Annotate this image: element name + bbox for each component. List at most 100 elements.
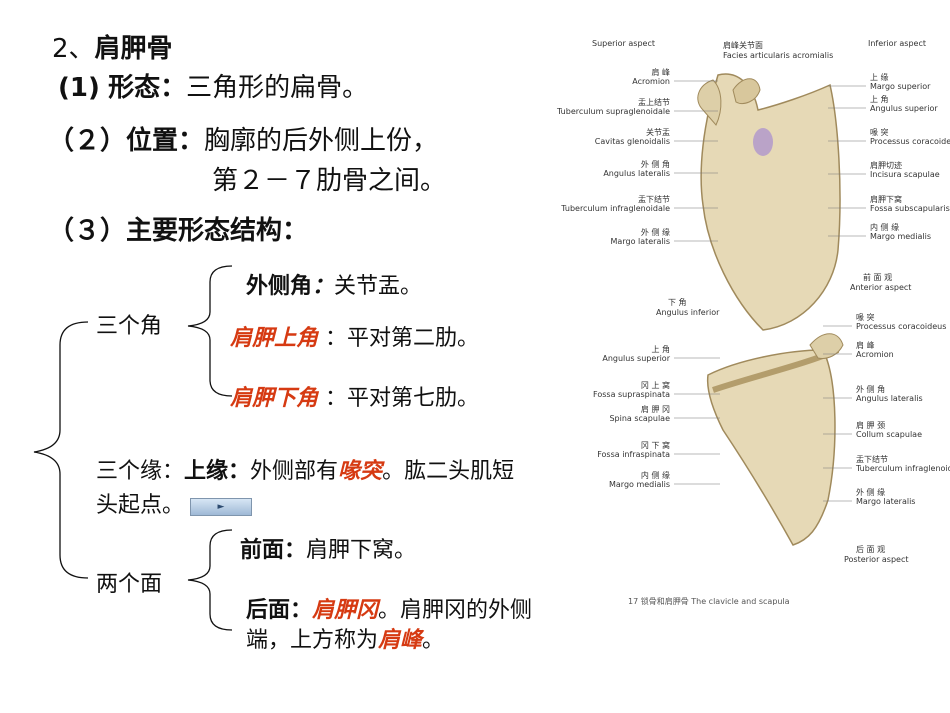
post-right-label-1-1: Acromion xyxy=(856,350,894,359)
coracoid-term: 喙突 xyxy=(338,459,383,484)
play-button[interactable]: ► xyxy=(190,498,252,516)
post-right-label-2-1: Angulus lateralis xyxy=(856,394,923,403)
post-left-label-3-1: Fossa infraspinata xyxy=(597,450,670,459)
back-surface-line: 后面：肩胛冈。肩胛冈的外侧 xyxy=(246,592,532,624)
post-right-label-4-1: Tuberculum infraglenoidale xyxy=(855,464,950,473)
fig-facies-en: Facies articularis acromialis xyxy=(723,51,833,60)
fig-inferior-angle-cn: 下 角 xyxy=(668,297,687,307)
position-label: 位置： xyxy=(126,126,205,156)
post-left-label-2-1: Spina scapulae xyxy=(609,414,670,423)
outline-braces xyxy=(33,265,233,631)
ant-right-label-5-0: 内 侧 缘 xyxy=(870,222,899,232)
superior-angle-label: 肩胛上角 xyxy=(230,326,319,351)
post-right-label-0-1: Processus coracoideus xyxy=(856,322,946,331)
inferior-angle-label: 肩胛下角 xyxy=(230,386,319,411)
ant-left-label-1-1: Tuberculum supraglenoidale xyxy=(556,107,670,116)
ant-left-label-2-0: 关节盂 xyxy=(646,127,670,137)
ant-right-label-4-1: Fossa subscapularis xyxy=(870,204,950,213)
ant-left-label-4-0: 盂下结节 xyxy=(638,194,670,204)
surfaces-group-label: 两个面 xyxy=(96,572,163,597)
ant-right-label-1-1: Angulus superior xyxy=(870,104,938,113)
ant-left-label-3-0: 外 侧 角 xyxy=(641,159,670,169)
ant-left-label-5-0: 外 侧 缘 xyxy=(641,227,670,237)
play-icon: ► xyxy=(217,502,225,512)
post-left-label-3-0: 冈 下 窝 xyxy=(641,440,670,450)
inferior-angle-text: ：平对第七肋。 xyxy=(325,386,480,411)
ant-right-label-1-0: 上 角 xyxy=(870,94,889,104)
lateral-angle-colon: ： xyxy=(312,274,335,299)
upper-border-label: 上缘： xyxy=(184,459,251,484)
section-title: 肩胛骨 xyxy=(94,34,173,64)
lateral-angle-line: 外侧角：关节盂。 xyxy=(246,268,422,300)
fig-posterior-caption-cn: 后 面 观 xyxy=(856,544,885,554)
fig-inferior-angle-en: Angulus inferior xyxy=(656,308,720,317)
structure-line: （３）主要形态结构： xyxy=(48,210,308,247)
superior-angle-line: 肩胛上角 ：平对第二肋。 xyxy=(230,320,479,352)
structure-label: 主要形态结构： xyxy=(126,216,309,246)
position-text1: 胸廓的后外侧上份， xyxy=(204,126,439,156)
scapula-illustration: Superior aspect 肩峰关节面 Facies articularis… xyxy=(538,30,950,605)
borders-text-a: 外侧部有 xyxy=(250,459,339,484)
section-number: 2、 xyxy=(52,34,95,64)
scapula-posterior-shape xyxy=(706,349,836,546)
morphology-line: (1) 形态：三角形的扁骨。 xyxy=(58,67,368,104)
post-right-label-4-0: 盂下结节 xyxy=(856,454,888,464)
position-line: （２）位置：胸廓的后外侧上份， xyxy=(48,120,438,157)
post-right-label-3-1: Collum scapulae xyxy=(856,430,922,439)
post-right-label-5-1: Margo lateralis xyxy=(856,497,915,506)
fig-anterior-caption-cn: 前 面 观 xyxy=(863,272,892,282)
post-right-label-5-0: 外 侧 缘 xyxy=(856,487,885,497)
fig-facies-cn: 肩峰关节面 xyxy=(723,40,763,50)
borders-line: 三个缘：上缘：外侧部有喙突。肱二头肌短 xyxy=(96,453,514,485)
ant-right-label-2-0: 喙 突 xyxy=(870,127,889,137)
front-surface-line: 前面：肩胛下窝。 xyxy=(240,532,416,564)
spine-term: 肩胛冈 xyxy=(312,598,379,623)
post-left-label-1-0: 冈 上 窝 xyxy=(641,380,670,390)
ant-left-label-1-0: 盂上结节 xyxy=(638,97,670,107)
fig-superior-aspect: Superior aspect xyxy=(592,39,655,48)
inferior-angle-line: 肩胛下角 ：平对第七肋。 xyxy=(230,380,479,412)
ant-left-label-0-0: 肩 峰 xyxy=(651,67,670,77)
position-text2: 第２－７肋骨之间。 xyxy=(212,166,447,196)
back-surface-label: 后面： xyxy=(246,598,313,623)
ant-right-label-3-1: Incisura scapulae xyxy=(870,170,940,179)
ant-right-label-2-1: Processus coracoideus xyxy=(870,137,950,146)
fig-anterior-caption-en: Anterior aspect xyxy=(850,283,911,292)
ant-right-label-4-0: 肩胛下窝 xyxy=(870,194,902,204)
post-right-label-1-0: 肩 峰 xyxy=(856,340,875,350)
post-left-label-4-1: Margo medialis xyxy=(609,480,670,489)
post-left-label-1-1: Fossa supraspinata xyxy=(593,390,670,399)
fig-bottom-caption: 17 锁骨和肩胛骨 The clavicle and scapula xyxy=(628,596,790,605)
post-left-label-4-0: 内 侧 缘 xyxy=(641,470,670,480)
back-surface-text: 。肩胛冈的外侧 xyxy=(378,598,533,623)
post-right-label-3-0: 肩 胛 颈 xyxy=(856,420,885,430)
ant-left-label-4-1: Tuberculum infraglenoidale xyxy=(560,204,670,213)
front-surface-label: 前面： xyxy=(240,538,307,563)
angles-group-label: 三个角 xyxy=(96,314,163,339)
fig-inferior-aspect: Inferior aspect xyxy=(868,39,926,48)
morph-text: 三角形的扁骨。 xyxy=(186,73,369,103)
post-right-label-0-0: 喙 突 xyxy=(856,312,875,322)
post-left-label-2-0: 肩 胛 冈 xyxy=(641,404,670,414)
scapula-anterior-shape xyxy=(700,73,841,331)
section-heading: 2、肩胛骨 xyxy=(52,28,173,65)
borders-text-c: 头起点。 xyxy=(96,493,185,518)
post-left-label-0-1: Angulus superior xyxy=(602,354,670,363)
borders-group-label: 三个缘： xyxy=(96,459,185,484)
post-right-label-2-0: 外 侧 角 xyxy=(856,384,885,394)
position-prefix: （２） xyxy=(48,126,127,156)
ant-left-label-3-1: Angulus lateralis xyxy=(603,169,670,178)
back-surface-text2: 端，上方称为 xyxy=(246,628,379,653)
superior-angle-text: ：平对第二肋。 xyxy=(325,326,480,351)
ant-right-label-0-0: 上 缘 xyxy=(870,72,889,82)
ant-left-label-2-1: Cavitas glenoidalis xyxy=(595,137,670,146)
lateral-angle-label: 外侧角 xyxy=(246,274,313,299)
ant-left-label-5-1: Margo lateralis xyxy=(611,237,670,246)
post-left-label-0-0: 上 角 xyxy=(651,344,670,354)
fig-posterior-caption-en: Posterior aspect xyxy=(844,555,909,564)
acromion-term: 肩峰 xyxy=(378,628,423,653)
morph-label: 形态： xyxy=(108,73,187,103)
borders-text-b: 。肱二头肌短 xyxy=(382,459,515,484)
ant-left-label-0-1: Acromion xyxy=(632,77,670,86)
morph-prefix: (1) xyxy=(58,73,100,103)
